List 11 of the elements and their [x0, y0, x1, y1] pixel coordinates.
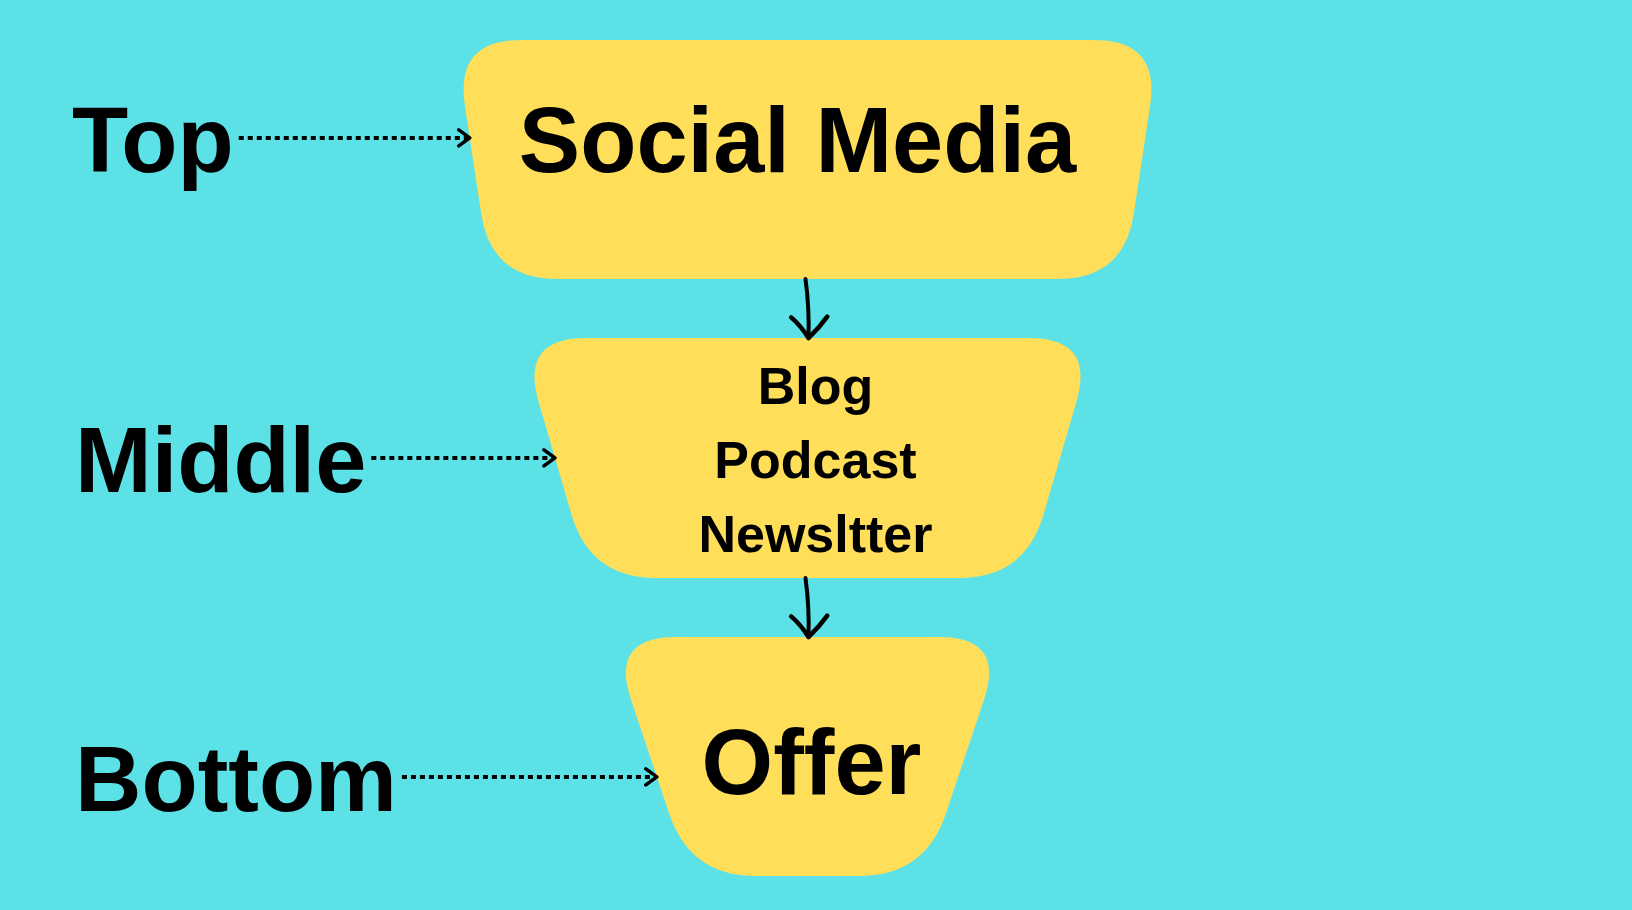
stage-title: Offer — [701, 709, 922, 815]
dotted-arrow — [238, 128, 472, 148]
funnel-level-label: Top — [72, 88, 234, 194]
funnel-level-label: Middle — [75, 408, 367, 514]
dotted-arrow — [371, 448, 557, 468]
channel-label: Podcast — [714, 430, 917, 491]
dotted-arrow — [401, 767, 659, 787]
channel-label: Blog — [757, 356, 874, 417]
funnel-level-label: Bottom — [75, 727, 397, 833]
stage-title: Social Media — [518, 87, 1077, 193]
channel-label: Newsltter — [698, 504, 933, 565]
